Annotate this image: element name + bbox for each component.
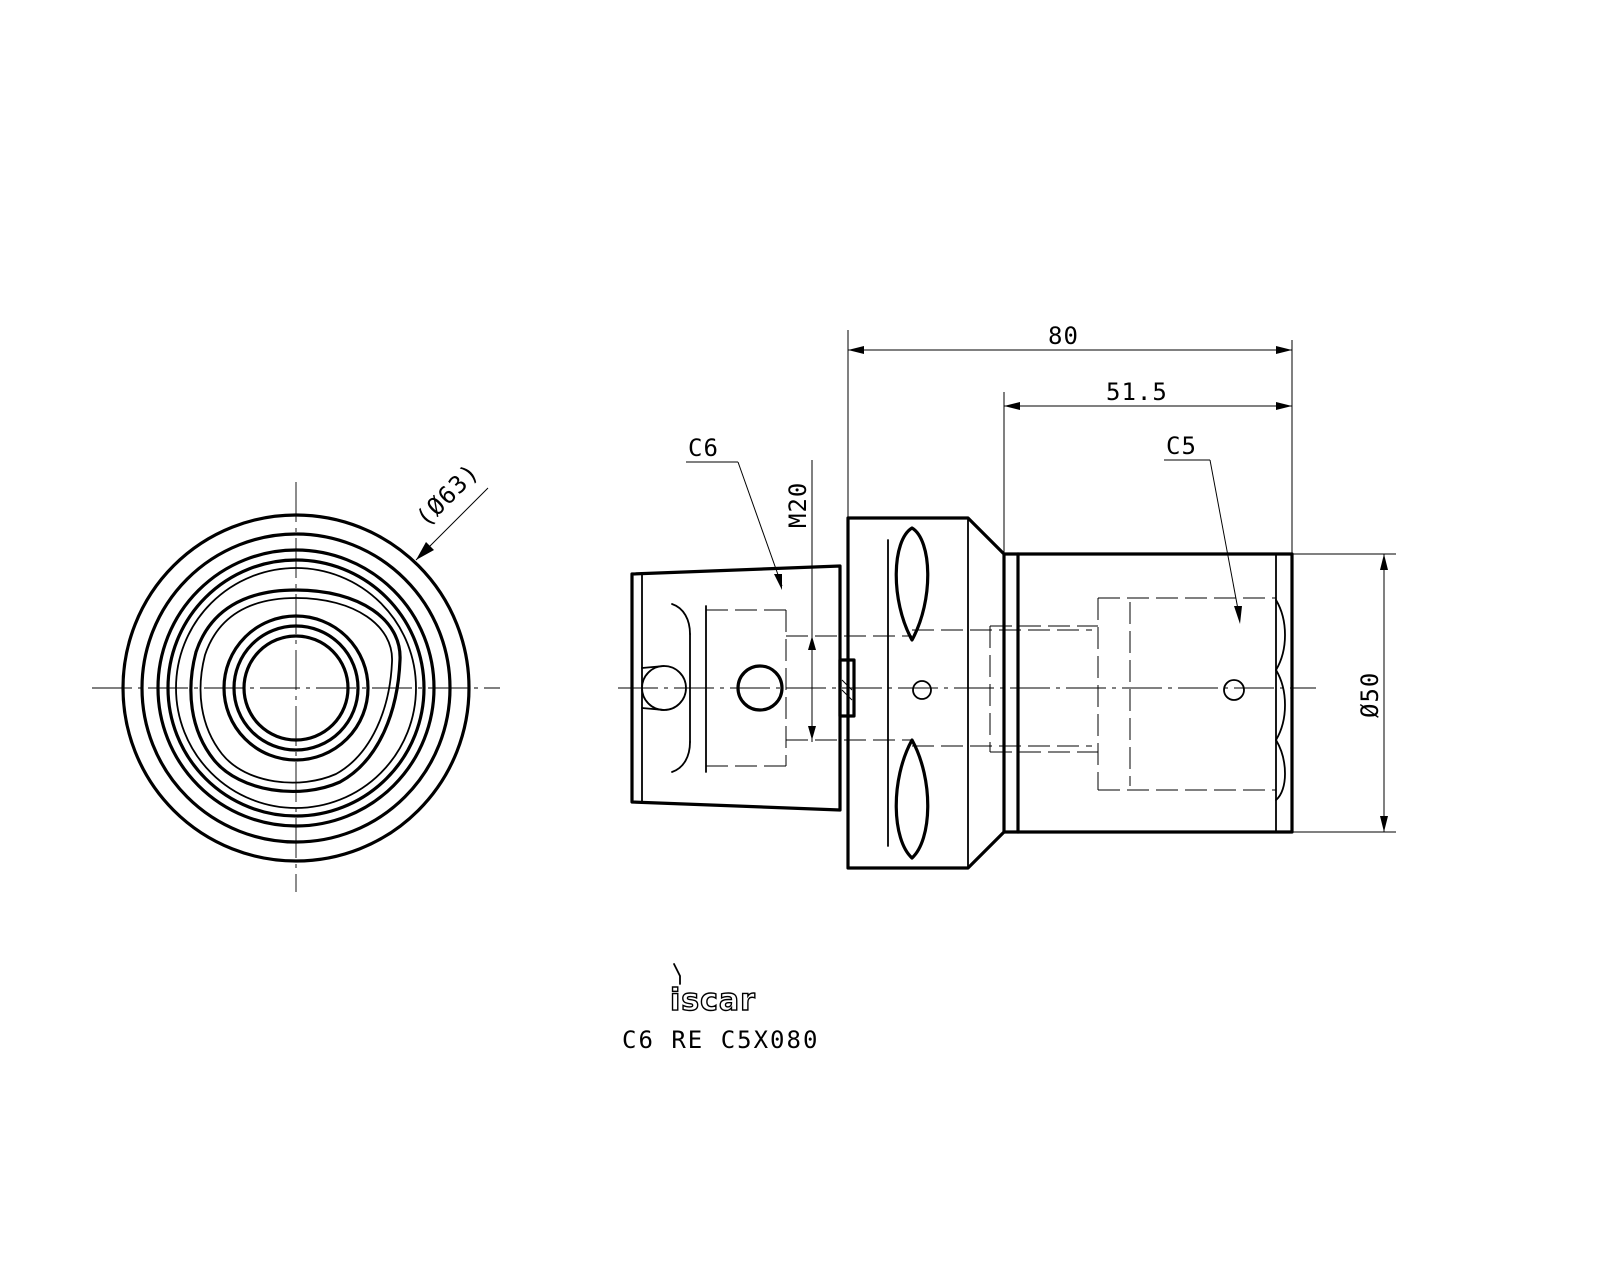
- dia63-arrowhead: [416, 542, 434, 560]
- dia50-arrow-top: [1380, 554, 1388, 570]
- shank-length-label: 51.5: [1106, 378, 1168, 406]
- c6-pin-hole: [736, 664, 784, 712]
- part-designation: C6 RE C5X080: [622, 1026, 819, 1054]
- c6-groove-top: [671, 603, 691, 635]
- title-block: iscar C6 RE C5X080: [622, 963, 819, 1054]
- outer-flange-circle: [121, 513, 471, 863]
- c5-end-chamfer: [1274, 599, 1286, 801]
- brand-logo: iscar: [670, 983, 756, 1018]
- len515-arrow-left: [1004, 402, 1020, 410]
- len80-arrow-right: [1276, 346, 1292, 354]
- shank-outer-circle: [156, 548, 436, 828]
- flange-diameter-label: (Ø63): [410, 458, 484, 532]
- drive-slot-top: [894, 526, 930, 642]
- c6-groove-bottom: [671, 741, 691, 773]
- c5-callout-leader: [1209, 459, 1241, 621]
- c6-callout-arrow: [774, 574, 782, 590]
- bore-circle: [232, 624, 360, 752]
- drive-slot-bottom: [894, 738, 930, 860]
- m20-arrow-bottom: [808, 726, 816, 740]
- flange-chamfer-circle: [140, 532, 452, 844]
- c6-shank-outline: [630, 564, 842, 812]
- flange-cross-hole: [912, 680, 932, 700]
- c6-callout-label: C6: [688, 434, 719, 462]
- logo-accent-icon: [673, 963, 681, 985]
- c5-shank-body: [1016, 552, 1294, 834]
- end-view: (Ø63): [92, 458, 500, 892]
- polygon-profile: [189, 588, 402, 793]
- thread-label: M20: [784, 482, 812, 528]
- polygon-circumcircle: [175, 567, 417, 809]
- polygon-profile-inner: [199, 597, 393, 784]
- shank-inner-circle: [166, 558, 426, 818]
- c5-callout-arrow: [1234, 606, 1242, 624]
- shank-diameter-label: Ø50: [1356, 672, 1384, 718]
- overall-length-label: 80: [1048, 322, 1079, 350]
- c6-front-pin-bottom: [641, 707, 665, 711]
- bore-outer-circle: [222, 614, 370, 762]
- c5-callout-label: C5: [1166, 432, 1197, 460]
- len80-arrow-left: [848, 346, 864, 354]
- m20-arrow-top: [808, 636, 816, 650]
- len515-arrow-right: [1276, 402, 1292, 410]
- dia50-arrow-bottom: [1380, 816, 1388, 832]
- c6-callout-leader: [737, 461, 783, 587]
- c5-cross-hole: [1223, 679, 1245, 701]
- bore-inner-circle: [242, 634, 350, 742]
- c6-front-pin-top: [641, 665, 665, 669]
- side-view: M20 80: [618, 322, 1396, 870]
